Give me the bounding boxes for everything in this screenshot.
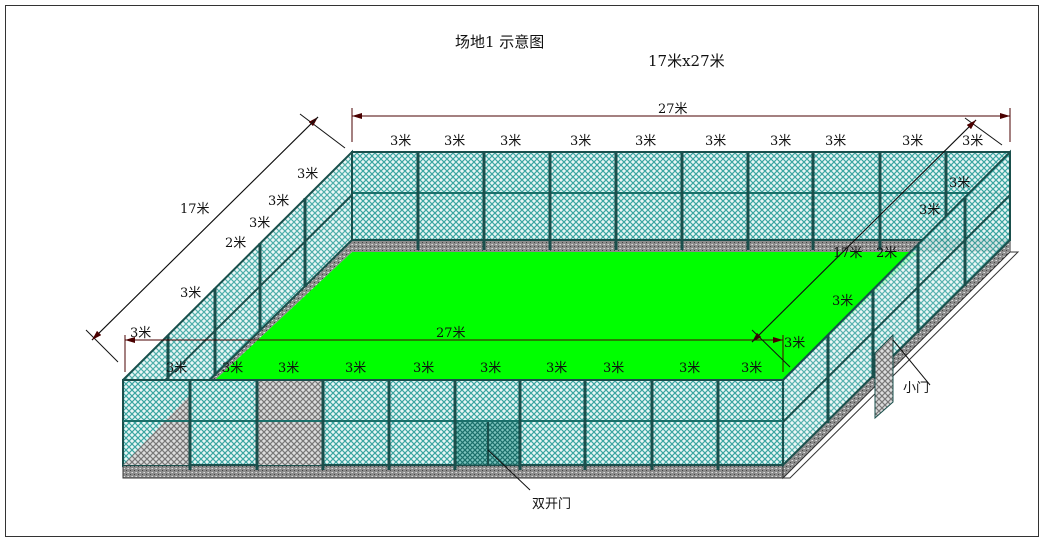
front-panel-label: 3米 [546,361,567,376]
back-panel-label: 3米 [705,134,726,149]
front-panel-label: 3米 [679,361,700,376]
dimension-lines [85,108,1011,491]
left-side-label: 3米 [180,286,201,301]
back-panel-label: 3米 [390,134,411,149]
front-panel-label: 3米 [345,361,366,376]
front-gray-panel-left [123,395,190,465]
front-panel-label: 3米 [278,361,299,376]
left-side-label: 3米 [249,216,270,231]
small-door-label: 小门 [903,381,929,396]
dim-length-front: 27米 [436,326,466,341]
right-side-label: 3米 [919,203,940,218]
front-panel-label: 3米 [166,361,187,376]
turf-field [215,252,918,380]
back-panel-label: 3米 [500,134,521,149]
front-fence [122,379,784,466]
left-side-label: 2米 [225,236,246,251]
front-panel-label: 3米 [741,361,762,376]
back-panel-label: 3米 [570,134,591,149]
back-panel-label: 3米 [962,134,983,149]
back-panel-label: 3米 [444,134,465,149]
gravel-base-right-edge [781,251,1020,479]
front-panel-label: 3米 [413,361,434,376]
right-side-label: 3米 [949,176,970,191]
back-fence-posts [416,152,948,250]
diagram-frame [5,5,1039,537]
gravel-base-front [122,464,784,479]
front-gray-panel [257,381,323,465]
dim-width-left: 17米 [180,202,210,217]
front-panel-label: 3米 [603,361,624,376]
dim-width-right: 17米 [833,246,863,261]
small-door [874,333,894,420]
back-panel-label: 3米 [635,134,656,149]
right-side-label: 3米 [832,294,853,309]
right-fence-posts [826,198,967,423]
back-panel-label: 3米 [902,134,923,149]
size-label: 17米x27米 [648,52,725,70]
front-panel-label: 3米 [480,361,501,376]
left-side-label: 3米 [297,167,318,182]
diagram-title: 场地1 示意图 [455,33,544,51]
double-door-label: 双开门 [532,497,571,512]
back-panel-label: 3米 [825,134,846,149]
left-side-label: 3米 [130,326,151,341]
front-panel-label: 3米 [222,361,243,376]
dim-length-top: 27米 [658,102,688,117]
right-side-label: 3米 [784,336,805,351]
right-side-label: 2米 [876,246,897,261]
back-panel-label: 3米 [770,134,791,149]
left-side-label: 3米 [268,194,289,209]
front-fence-posts [188,380,720,470]
